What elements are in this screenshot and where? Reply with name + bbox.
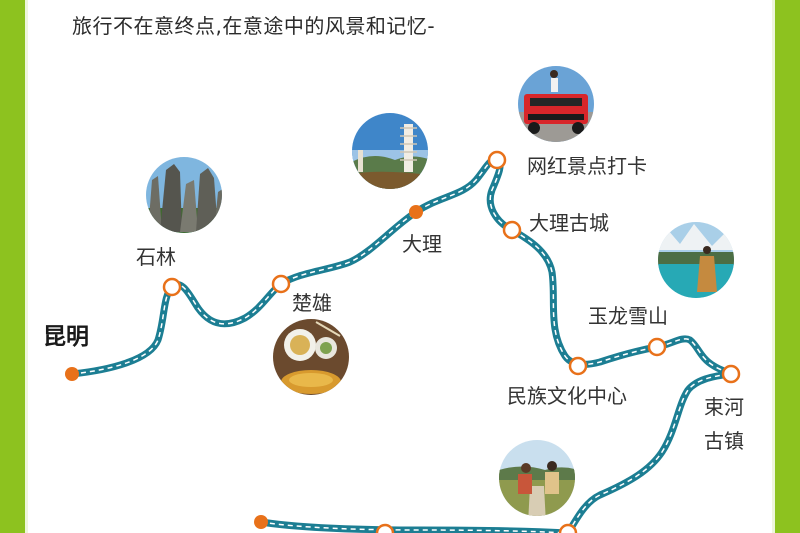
food-photo xyxy=(271,317,351,397)
stop-label-kunming: 昆明 xyxy=(43,324,89,350)
stop-label-shuhe: 束河古镇 xyxy=(704,395,744,453)
stone-forest-photo xyxy=(144,155,224,235)
stop-label-dali: 大理 xyxy=(402,232,442,256)
stop-marker-bottom-start xyxy=(254,515,268,529)
stop-marker-shuhe xyxy=(721,364,741,384)
stop-label-wanghong: 网红景点打卡 xyxy=(527,154,647,178)
subtitle: 旅行不在意终点,在意途中的风景和记忆- xyxy=(72,14,436,38)
stop-marker-chuxiong xyxy=(271,274,291,294)
stop-marker-dali xyxy=(409,205,423,219)
stop-marker-shilin xyxy=(162,277,182,297)
stop-marker-kunming xyxy=(65,367,79,381)
stop-marker-dali-old-town xyxy=(502,220,522,240)
pagoda-photo xyxy=(350,111,430,191)
stop-marker-wanghong xyxy=(487,150,507,170)
stop-label-chuxiong: 楚雄 xyxy=(292,291,332,315)
hikers-photo xyxy=(497,438,577,518)
stop-label-ethnic-center: 民族文化中心 xyxy=(507,384,627,408)
red-jeep-photo xyxy=(516,64,596,144)
stop-label-shilin: 石林 xyxy=(136,245,176,269)
lake-photo xyxy=(656,220,736,300)
green-frame-left xyxy=(0,0,25,533)
stop-marker-bottom-mid xyxy=(375,523,395,533)
frame-inner-edge-left xyxy=(25,0,28,533)
frame-inner-edge-right xyxy=(772,0,775,533)
route-stops xyxy=(65,150,741,533)
stop-marker-bottom-right xyxy=(558,523,578,533)
stop-marker-ethnic-center xyxy=(568,356,588,376)
stop-label-jade-dragon: 玉龙雪山 xyxy=(588,304,668,328)
stop-label-dali-old-town: 大理古城 xyxy=(529,211,609,235)
stop-marker-jade-dragon xyxy=(647,337,667,357)
green-frame-right xyxy=(775,0,800,533)
